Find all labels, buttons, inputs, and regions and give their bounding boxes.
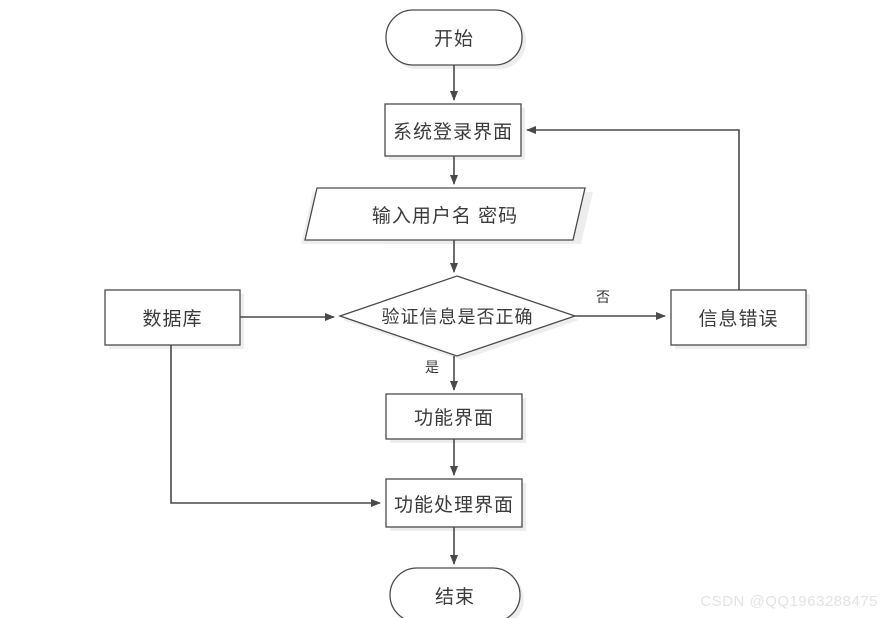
node-funcui[interactable] — [386, 394, 522, 439]
edge-label-yes: 是 — [425, 359, 439, 375]
node-funcui-shape — [385, 393, 523, 440]
node-database[interactable] — [105, 290, 240, 345]
node-error[interactable] — [671, 290, 806, 345]
node-verify-shape — [337, 275, 578, 357]
node-input[interactable] — [305, 188, 585, 240]
node-input-shape — [304, 187, 586, 241]
node-start[interactable] — [386, 10, 522, 65]
node-funcproc[interactable] — [386, 479, 522, 527]
node-funcproc-shape — [385, 478, 523, 528]
csdn-watermark: CSDN @QQ1963288475 — [700, 593, 878, 610]
node-error-shape — [670, 289, 807, 346]
edge-error-login — [526, 126, 740, 290]
edge-label-no: 否 — [596, 289, 610, 305]
edge-database-funcproc — [170, 345, 381, 507]
node-end-shape — [389, 567, 521, 618]
node-database-shape — [104, 289, 241, 346]
node-end[interactable] — [390, 568, 520, 618]
node-login-shape — [384, 103, 522, 157]
node-verify[interactable] — [340, 276, 575, 356]
node-login[interactable] — [385, 104, 521, 156]
